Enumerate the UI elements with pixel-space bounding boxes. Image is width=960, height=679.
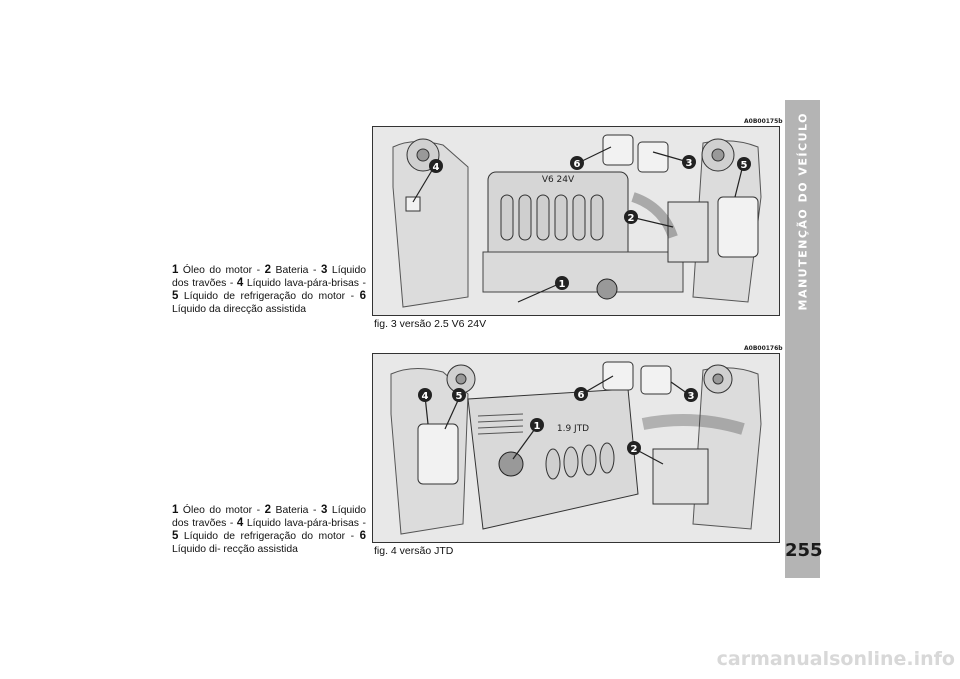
callout-3 (682, 155, 696, 169)
figure3-engine-diagram: V6 24V 1 (372, 126, 780, 316)
engine-label: V6 24V (542, 175, 575, 185)
callout-5 (737, 157, 751, 171)
figure3-callouts: 1 2 3 4 5 6 (412, 146, 751, 303)
svg-text:5: 5 (456, 391, 463, 402)
section-side-tab: MANUTENÇÃO DO VEÍCULO 255 (785, 100, 823, 578)
figure4-callouts: 1 2 3 4 5 6 (418, 375, 698, 465)
callout-3 (684, 388, 698, 402)
page-number: 255 (785, 540, 823, 561)
figure3-caption-text: 1 Óleo do motor - 2 Bateria - 3 Líquido … (172, 264, 367, 315)
figure3-code: A0B00175b (744, 118, 783, 125)
figure4-code: A0B00176b (744, 345, 783, 352)
svg-text:1: 1 (534, 421, 541, 432)
callout-2 (624, 210, 638, 224)
figure3-title: fig. 3 versão 2.5 V6 24V (374, 318, 487, 330)
figure4-title: fig. 4 versão JTD (374, 545, 454, 557)
svg-text:3: 3 (686, 158, 693, 169)
figure4-engine-diagram: 1.9 JTD (372, 353, 780, 543)
section-title: MANUTENÇÃO DO VEÍCULO (796, 112, 809, 311)
svg-text:2: 2 (628, 213, 635, 224)
svg-text:4: 4 (422, 391, 429, 402)
svg-text:1: 1 (559, 279, 566, 290)
callout-4 (429, 159, 443, 173)
svg-text:2: 2 (631, 444, 638, 455)
svg-text:5: 5 (741, 160, 748, 171)
callout-6 (574, 387, 588, 401)
svg-text:3: 3 (688, 391, 695, 402)
engine-bay-jtd-illustration: 1.9 JTD (373, 354, 779, 542)
callout-6 (570, 156, 584, 170)
engine-label: 1.9 JTD (557, 424, 589, 434)
watermark: carmanualsonline.info (716, 648, 955, 670)
svg-text:4: 4 (433, 162, 440, 173)
callout-4 (418, 388, 432, 402)
callout-1 (555, 276, 569, 290)
figure4-caption-text: 1 Óleo do motor - 2 Bateria - 3 Líquido … (172, 504, 367, 555)
engine-bay-v6-illustration: V6 24V (373, 127, 779, 315)
callout-2 (627, 441, 641, 455)
svg-text:6: 6 (578, 390, 585, 401)
svg-text:6: 6 (574, 159, 581, 170)
callout-1 (530, 418, 544, 432)
callout-5 (452, 388, 466, 402)
